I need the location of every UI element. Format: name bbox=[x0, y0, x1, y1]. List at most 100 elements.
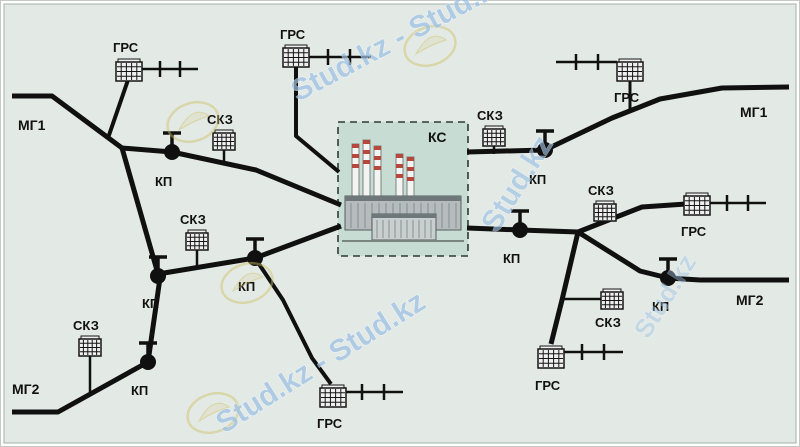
pipeline-segment bbox=[253, 256, 333, 386]
logo-ellipse bbox=[403, 24, 457, 68]
skz-station-icon bbox=[593, 200, 617, 222]
kp-label: КП bbox=[155, 174, 172, 189]
chimney-band bbox=[363, 140, 370, 144]
skz-station-icon bbox=[78, 335, 102, 357]
kp-label: КП bbox=[131, 383, 148, 398]
grs-station-icon bbox=[319, 384, 347, 408]
feather-icon bbox=[197, 402, 231, 423]
grs-label: ГРС bbox=[681, 224, 707, 239]
pipeline-segment bbox=[294, 66, 341, 174]
skz-station-icon bbox=[185, 229, 209, 251]
chimney-band bbox=[396, 174, 403, 178]
valve-body bbox=[247, 250, 263, 266]
logo-ellipse bbox=[166, 100, 220, 144]
chimney bbox=[406, 156, 415, 197]
consumer-feeder-line bbox=[564, 344, 623, 360]
valve-body bbox=[537, 142, 553, 158]
chimney-band bbox=[407, 167, 414, 171]
chimney-band bbox=[363, 160, 370, 164]
kp-label: КП bbox=[652, 299, 669, 314]
machine-hall-roof bbox=[345, 196, 461, 201]
consumer-feeder-line bbox=[710, 195, 766, 211]
compressor-station-illustration bbox=[342, 139, 464, 242]
skz-label: СКЗ bbox=[207, 112, 233, 127]
watermark-logo bbox=[220, 261, 274, 305]
chimney-band bbox=[407, 157, 414, 161]
chimney-band bbox=[352, 154, 359, 158]
valve-icon bbox=[536, 129, 554, 158]
skz-label: СКЗ bbox=[477, 108, 503, 123]
pipeline-segment bbox=[106, 79, 130, 139]
mg-pipeline-label: МГ1 bbox=[740, 104, 768, 120]
chimney-band bbox=[396, 154, 403, 158]
valve-icon bbox=[511, 209, 529, 238]
kp-label: КП bbox=[142, 296, 159, 311]
grs-station-icon bbox=[683, 192, 711, 216]
kp-label: КП bbox=[503, 251, 520, 266]
feather-icon bbox=[177, 111, 211, 132]
consumer-feeder-line bbox=[309, 49, 371, 65]
valve-body bbox=[660, 270, 676, 286]
valve-icon bbox=[139, 341, 157, 370]
watermark-logo bbox=[186, 391, 240, 435]
skz-label: СКЗ bbox=[180, 212, 206, 227]
pipeline-segment bbox=[466, 84, 790, 155]
valve-body bbox=[164, 144, 180, 160]
valve-icon bbox=[149, 255, 167, 284]
logo-ellipse bbox=[186, 391, 240, 435]
pipeline-segment bbox=[548, 231, 581, 345]
valve-body bbox=[512, 222, 528, 238]
pipeline-segment bbox=[119, 147, 161, 275]
consumer-feeder-line bbox=[346, 384, 403, 400]
mg-pipeline-label: МГ2 bbox=[736, 292, 764, 308]
kp-label: КП bbox=[238, 279, 255, 294]
grs-station-icon bbox=[282, 44, 310, 68]
valve-icon bbox=[246, 237, 264, 266]
valve-icon bbox=[659, 257, 677, 286]
grs-label: ГРС bbox=[535, 378, 561, 393]
feather-icon bbox=[231, 272, 265, 293]
grs-label: ГРС bbox=[317, 416, 343, 431]
chimney-band bbox=[396, 164, 403, 168]
valve-body bbox=[150, 268, 166, 284]
chimney-band bbox=[352, 144, 359, 148]
mg-pipeline-label: МГ2 bbox=[12, 381, 40, 397]
grs-station-icon bbox=[115, 58, 143, 82]
pipeline-segment bbox=[12, 93, 342, 208]
pipeline-segment bbox=[577, 201, 687, 235]
chimney bbox=[373, 145, 382, 197]
chimney-band bbox=[407, 177, 414, 181]
logo-ellipse bbox=[220, 261, 274, 305]
valve-body bbox=[140, 354, 156, 370]
skz-station-icon bbox=[482, 125, 506, 147]
annex-roof bbox=[372, 214, 436, 218]
chimney bbox=[351, 143, 360, 197]
skz-station-icon bbox=[600, 288, 624, 310]
valve-icon bbox=[163, 131, 181, 160]
skz-label: СКЗ bbox=[588, 183, 614, 198]
grs-label: ГРС bbox=[113, 40, 139, 55]
pipeline-segment bbox=[12, 277, 163, 415]
chimney bbox=[362, 139, 371, 197]
grs-label: ГРС bbox=[280, 27, 306, 42]
ks-label: КС bbox=[428, 129, 446, 145]
chimney-band bbox=[363, 150, 370, 154]
watermark-logo bbox=[403, 24, 457, 68]
grs-station-icon bbox=[537, 345, 565, 369]
grs-station-icon bbox=[616, 58, 644, 82]
watermark-logo bbox=[166, 100, 220, 144]
kp-label: КП bbox=[529, 172, 546, 187]
consumer-feeder-line bbox=[142, 61, 198, 77]
skz-label: СКЗ bbox=[595, 315, 621, 330]
grs-label: ГРС bbox=[614, 90, 640, 105]
chimney-band bbox=[352, 164, 359, 168]
skz-label: СКЗ bbox=[73, 318, 99, 333]
consumer-feeder-line bbox=[556, 54, 617, 70]
mg-pipeline-label: МГ1 bbox=[18, 117, 46, 133]
chimney-band bbox=[374, 166, 381, 170]
chimney-band bbox=[374, 156, 381, 160]
skz-station-icon bbox=[212, 129, 236, 151]
feather-icon bbox=[414, 35, 448, 56]
